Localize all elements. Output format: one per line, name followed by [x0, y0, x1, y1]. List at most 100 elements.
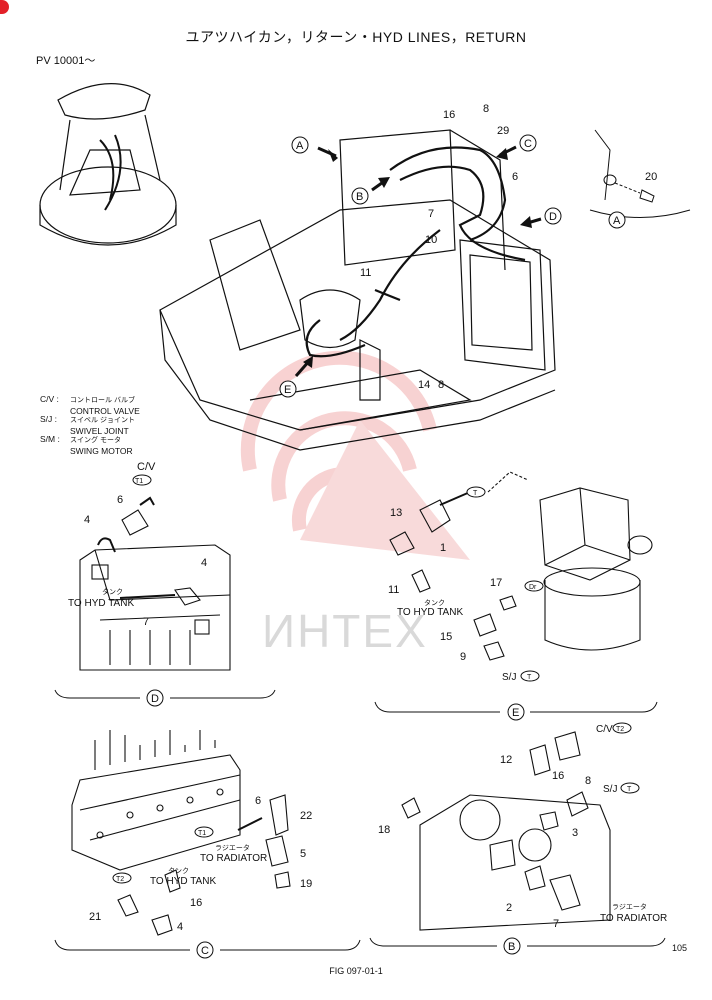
- view-c-drawing: [71, 730, 291, 936]
- corner-marker: [0, 0, 9, 14]
- svg-text:E: E: [512, 707, 519, 719]
- svg-text:8: 8: [585, 775, 591, 787]
- svg-text:5: 5: [300, 848, 306, 860]
- svg-text:TO HYD TANK: TO HYD TANK: [397, 607, 463, 618]
- view-e-drawing: [389, 471, 653, 661]
- svg-text:8: 8: [483, 103, 489, 115]
- svg-text:T: T: [527, 674, 532, 681]
- svg-text:2: 2: [506, 902, 512, 914]
- svg-text:6: 6: [255, 795, 261, 807]
- svg-text:11: 11: [360, 267, 371, 279]
- view-a-inset: [589, 129, 691, 218]
- svg-text:TO HYD TANK: TO HYD TANK: [68, 598, 134, 609]
- view-d-drawing: [79, 496, 231, 671]
- svg-text:D: D: [151, 693, 159, 705]
- svg-text:17: 17: [490, 577, 502, 589]
- hydraulic-hoses-main: [305, 146, 526, 358]
- svg-text:1: 1: [440, 542, 446, 554]
- svg-text:29: 29: [497, 125, 509, 137]
- upper-frame-drawing: [159, 129, 556, 451]
- svg-text:ラジエータ: ラジエータ: [215, 843, 250, 852]
- svg-text:16: 16: [190, 897, 202, 909]
- svg-text:16: 16: [443, 109, 455, 121]
- svg-text:T1: T1: [198, 830, 206, 837]
- view-a-caption: A: [608, 211, 626, 229]
- svg-text:4: 4: [201, 557, 207, 569]
- svg-text:E: E: [284, 384, 291, 396]
- svg-text:10: 10: [425, 234, 437, 246]
- svg-text:T2: T2: [116, 876, 124, 883]
- svg-text:タンク: タンク: [168, 866, 189, 875]
- svg-text:8: 8: [438, 379, 444, 391]
- svg-text:TO RADIATOR: TO RADIATOR: [600, 913, 667, 924]
- view-b-caption: B: [369, 937, 666, 955]
- svg-text:4: 4: [177, 921, 183, 933]
- svg-text:TO HYD TANK: TO HYD TANK: [150, 876, 216, 887]
- svg-text:Dr: Dr: [529, 584, 537, 591]
- svg-text:タンク: タンク: [102, 587, 123, 596]
- svg-text:T2: T2: [616, 726, 624, 733]
- svg-text:3: 3: [572, 827, 578, 839]
- svg-text:S/J: S/J: [502, 672, 516, 683]
- svg-text:13: 13: [390, 507, 402, 519]
- part-20-label: 20: [645, 171, 657, 183]
- svg-text:4: 4: [84, 514, 90, 526]
- page-number: 105: [672, 943, 688, 953]
- svg-text:22: 22: [300, 810, 312, 822]
- view-c-caption: C: [54, 939, 361, 959]
- view-d-labels: C/V T1 6 4 4 タンク TO HYD TANK 7: [68, 461, 207, 628]
- svg-text:6: 6: [512, 171, 518, 183]
- main-part-labels: 16 8 29 6 7 10 11 14 8: [360, 103, 518, 391]
- svg-text:7: 7: [553, 918, 559, 930]
- svg-text:11: 11: [388, 584, 399, 596]
- svg-text:15: 15: [440, 631, 452, 643]
- svg-text:18: 18: [378, 824, 390, 836]
- svg-text:S/J: S/J: [603, 784, 617, 795]
- svg-text:16: 16: [552, 770, 564, 782]
- view-d-caption: D: [54, 689, 276, 707]
- svg-text:T: T: [473, 490, 478, 497]
- svg-text:12: 12: [500, 754, 512, 766]
- svg-text:C: C: [524, 138, 532, 150]
- svg-text:B: B: [356, 191, 363, 203]
- svg-text:A: A: [296, 140, 304, 152]
- view-marker-c-main: C: [496, 134, 537, 160]
- serial-range: PV 10001～: [36, 55, 96, 67]
- view-marker-e-main: E: [279, 356, 313, 398]
- view-e-labels: T 13 1 11 タンク TO HYD TANK 17 Dr 15 9 S/J…: [388, 486, 544, 683]
- svg-text:7: 7: [143, 616, 149, 628]
- svg-text:9: 9: [460, 651, 466, 663]
- svg-text:T: T: [627, 786, 632, 793]
- svg-text:7: 7: [428, 208, 434, 220]
- view-c-labels: 6 22 T1 ラジエータ TO RADIATOR 5 19 T2 タンク TO…: [89, 795, 312, 933]
- svg-text:タンク: タンク: [424, 598, 445, 607]
- view-marker-a-main: A: [291, 136, 338, 162]
- svg-text:C/V: C/V: [596, 724, 613, 735]
- view-marker-b-main: B: [351, 177, 390, 205]
- svg-text:B: B: [508, 941, 515, 953]
- watermark-logo: [240, 350, 470, 560]
- svg-text:T1: T1: [135, 478, 143, 485]
- svg-text:C: C: [201, 945, 209, 957]
- view-marker-d-main: D: [520, 207, 562, 228]
- svg-text:6: 6: [117, 494, 123, 506]
- figure-code: FIG 097-01-1: [329, 966, 383, 976]
- svg-text:19: 19: [300, 878, 312, 890]
- page-title: ユアツハイカン，リターン・HYD LINES，RETURN: [185, 29, 527, 45]
- svg-text:ラジエータ: ラジエータ: [612, 902, 647, 911]
- svg-text:21: 21: [89, 911, 101, 923]
- svg-text:D: D: [549, 211, 557, 223]
- svg-text:TO RADIATOR: TO RADIATOR: [200, 853, 267, 864]
- watermark-text: ИНТЕХ: [262, 605, 428, 657]
- svg-text:C/V: C/V: [137, 461, 156, 473]
- machine-overview-sketch: [39, 83, 177, 246]
- view-b-drawing: [401, 731, 611, 931]
- svg-text:A: A: [613, 215, 621, 227]
- svg-text:14: 14: [418, 379, 430, 391]
- view-b-labels: 12 C/V T2 16 8 S/J T 18 3 2 ラジエータ TO RAD…: [378, 722, 667, 930]
- view-e-caption: E: [374, 701, 658, 721]
